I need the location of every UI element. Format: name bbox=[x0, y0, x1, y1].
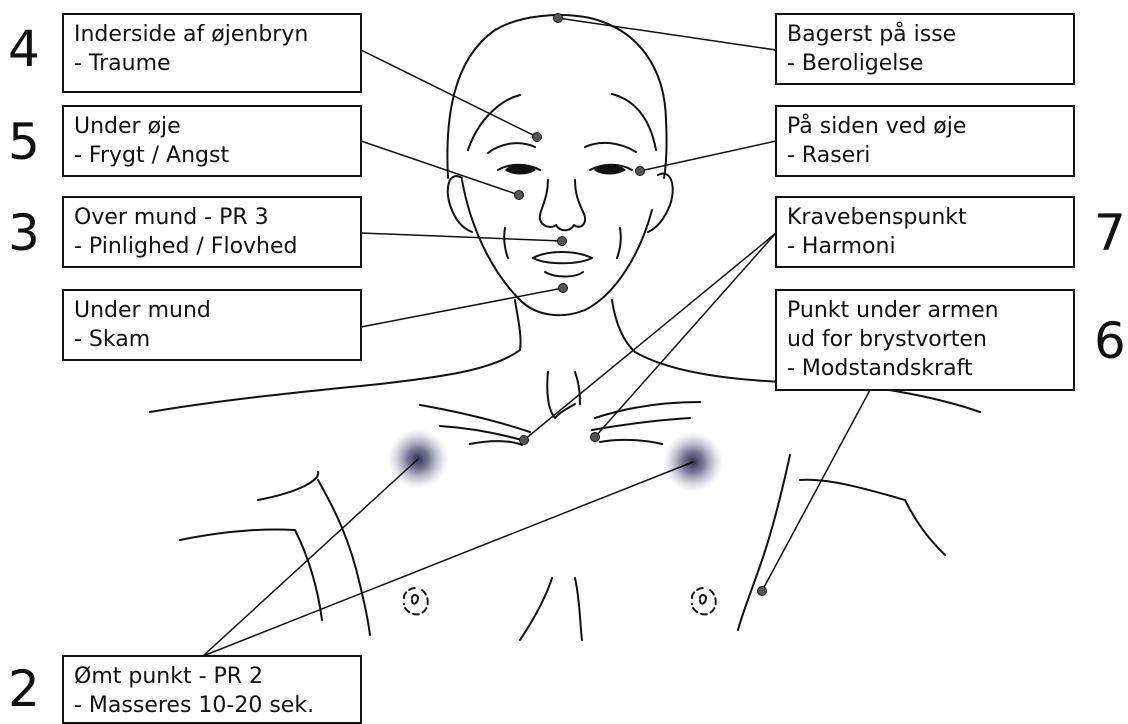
right-nipple bbox=[692, 588, 716, 614]
label-line: Bagerst på isse bbox=[787, 20, 1065, 49]
points bbox=[515, 14, 767, 596]
head-outline bbox=[447, 15, 666, 178]
label-line: - Masseres 10-20 sek. bbox=[74, 691, 352, 720]
leader-omt-punkt-2 bbox=[203, 462, 693, 656]
mouth bbox=[533, 252, 592, 277]
label-under-armen: Punkt under armen ud for brystvorten - M… bbox=[775, 289, 1075, 391]
point-kraveben-left bbox=[520, 436, 529, 445]
point-kraveben-right bbox=[591, 433, 600, 442]
label-line: Punkt under armen bbox=[787, 296, 1065, 325]
label-number-7: 7 bbox=[1094, 208, 1126, 258]
label-line: - Raseri bbox=[787, 141, 1065, 170]
point-under-armen bbox=[758, 587, 767, 596]
label-number-2: 2 bbox=[8, 664, 40, 714]
point-under-mund bbox=[559, 284, 568, 293]
label-line: Under mund bbox=[74, 296, 352, 325]
hairline bbox=[468, 94, 656, 150]
label-line: - Modstandskraft bbox=[787, 354, 1065, 383]
label-number-4: 4 bbox=[8, 24, 40, 74]
label-line: - Skam bbox=[74, 325, 352, 354]
left-eyebrow bbox=[488, 143, 535, 153]
left-arm bbox=[180, 529, 322, 620]
label-omt-punkt: Ømt punkt - PR 2 - Masseres 10-20 sek. bbox=[62, 655, 362, 724]
label-line: - Beroligelse bbox=[787, 49, 1065, 78]
right-ear bbox=[648, 174, 673, 232]
label-number-3: 3 bbox=[8, 208, 40, 258]
right-eyebrow bbox=[585, 143, 636, 152]
label-over-mund: Over mund - PR 3 - Pinlighed / Flovhed bbox=[62, 196, 362, 268]
neck bbox=[515, 300, 635, 352]
throat bbox=[547, 372, 580, 418]
right-arm bbox=[800, 480, 945, 555]
label-kravebenspunkt: Kravebenspunkt - Harmoni bbox=[775, 196, 1075, 268]
leader-over-mund bbox=[361, 233, 562, 241]
label-line: - Pinlighed / Flovhed bbox=[74, 232, 352, 261]
label-line: - Harmoni bbox=[787, 232, 1065, 261]
label-line: På siden ved øje bbox=[787, 112, 1065, 141]
label-number-6: 6 bbox=[1094, 316, 1126, 366]
label-siden-oje: På siden ved øje - Raseri bbox=[775, 105, 1075, 177]
leader-siden-oje bbox=[640, 141, 776, 171]
point-bagerst-isse bbox=[554, 14, 563, 23]
leader-bagerst-isse bbox=[558, 18, 776, 50]
label-line: Inderside af øjenbryn bbox=[74, 20, 352, 49]
face-contour bbox=[462, 180, 652, 315]
label-line: Kravebenspunkt bbox=[787, 203, 1065, 232]
point-under-oje bbox=[515, 191, 524, 200]
label-inderside-ojenbryn: Inderside af øjenbryn - Traume bbox=[62, 13, 362, 93]
label-line: Under øje bbox=[74, 112, 352, 141]
label-number-5: 5 bbox=[8, 117, 40, 167]
point-inderside-ojenbryn bbox=[533, 133, 542, 142]
point-over-mund bbox=[558, 237, 567, 246]
label-line: ud for brystvorten bbox=[787, 325, 1065, 354]
leader-under-mund bbox=[361, 288, 563, 327]
label-line: - Traume bbox=[74, 49, 352, 78]
sternum bbox=[520, 578, 582, 640]
label-line: Over mund - PR 3 bbox=[74, 203, 352, 232]
left-nipple bbox=[404, 588, 428, 614]
label-line: Ømt punkt - PR 2 bbox=[74, 662, 352, 691]
point-siden-oje bbox=[636, 167, 645, 176]
right-armpit bbox=[738, 455, 790, 630]
label-bagerst-isse: Bagerst på isse - Beroligelse bbox=[775, 13, 1075, 85]
label-line: - Frygt / Angst bbox=[74, 141, 352, 170]
leader-under-armen bbox=[762, 390, 870, 591]
nose bbox=[540, 180, 585, 230]
label-under-oje: Under øje - Frygt / Angst bbox=[62, 105, 362, 177]
leader-omt-punkt-1 bbox=[203, 459, 418, 656]
label-under-mund: Under mund - Skam bbox=[62, 289, 362, 361]
